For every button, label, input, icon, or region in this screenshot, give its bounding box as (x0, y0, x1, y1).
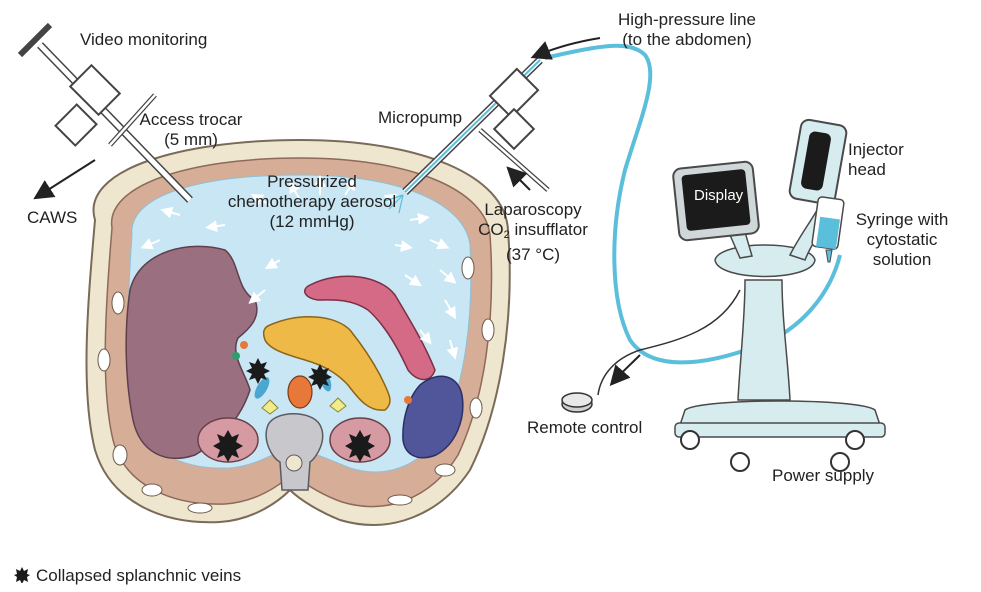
label-remote-control: Remote control (527, 418, 642, 438)
label-syringe-line3: solution (846, 250, 958, 270)
label-power-supply: Power supply (772, 466, 874, 486)
label-injector-head: Injector head (848, 140, 904, 180)
label-syringe-line2: cytostatic (846, 230, 958, 250)
label-injector-line1: Injector (848, 140, 904, 160)
label-laparoscopy: Laparoscopy CO2 insufflator (37 °C) (478, 200, 588, 265)
label-syringe: Syringe with cytostatic solution (846, 210, 958, 270)
label-access-trocar-line1: Access trocar (126, 110, 256, 130)
label-aerosol-line1: Pressurized (222, 172, 402, 192)
label-caws: CAWS (27, 208, 77, 228)
label-injector-line2: head (848, 160, 904, 180)
label-high-pressure-line: High-pressure line (to the abdomen) (612, 10, 762, 50)
legend-text: Collapsed splanchnic veins (36, 566, 241, 585)
label-access-trocar-line2: (5 mm) (126, 130, 256, 150)
label-aerosol-line2: chemotherapy aerosol (222, 192, 402, 212)
legend: Collapsed splanchnic veins (14, 566, 241, 586)
label-lap-line2: CO2 insufflator (478, 220, 588, 245)
label-hp-line2: (to the abdomen) (612, 30, 762, 50)
label-lap-line1: Laparoscopy (478, 200, 588, 220)
star-icon (14, 567, 30, 583)
label-micropump: Micropump (378, 108, 462, 128)
label-access-trocar: Access trocar (5 mm) (126, 110, 256, 150)
label-syringe-line1: Syringe with (846, 210, 958, 230)
label-video-monitoring: Video monitoring (80, 30, 207, 50)
aorta (288, 376, 312, 408)
label-hp-line1: High-pressure line (612, 10, 762, 30)
remote-control-device (562, 393, 592, 412)
label-aerosol: Pressurized chemotherapy aerosol (12 mmH… (222, 172, 402, 232)
label-display: Display (694, 187, 743, 204)
label-lap-line3: (37 °C) (478, 245, 588, 265)
label-aerosol-line3: (12 mmHg) (222, 212, 402, 232)
